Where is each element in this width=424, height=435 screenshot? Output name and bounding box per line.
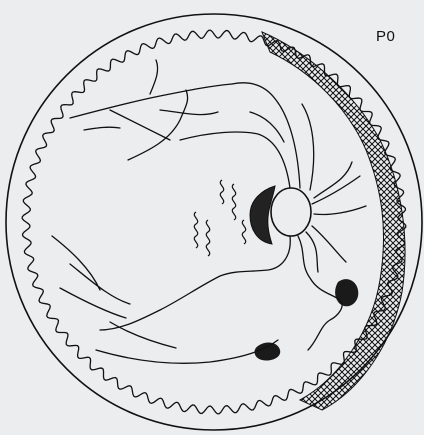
retinal-vessels — [52, 60, 366, 363]
wavy-squiggles — [194, 180, 245, 256]
optic-disc — [271, 188, 311, 236]
pigment-clump-right — [335, 279, 358, 306]
corner-label: P0 — [376, 28, 395, 45]
pigment-clump-bottom — [255, 343, 281, 361]
